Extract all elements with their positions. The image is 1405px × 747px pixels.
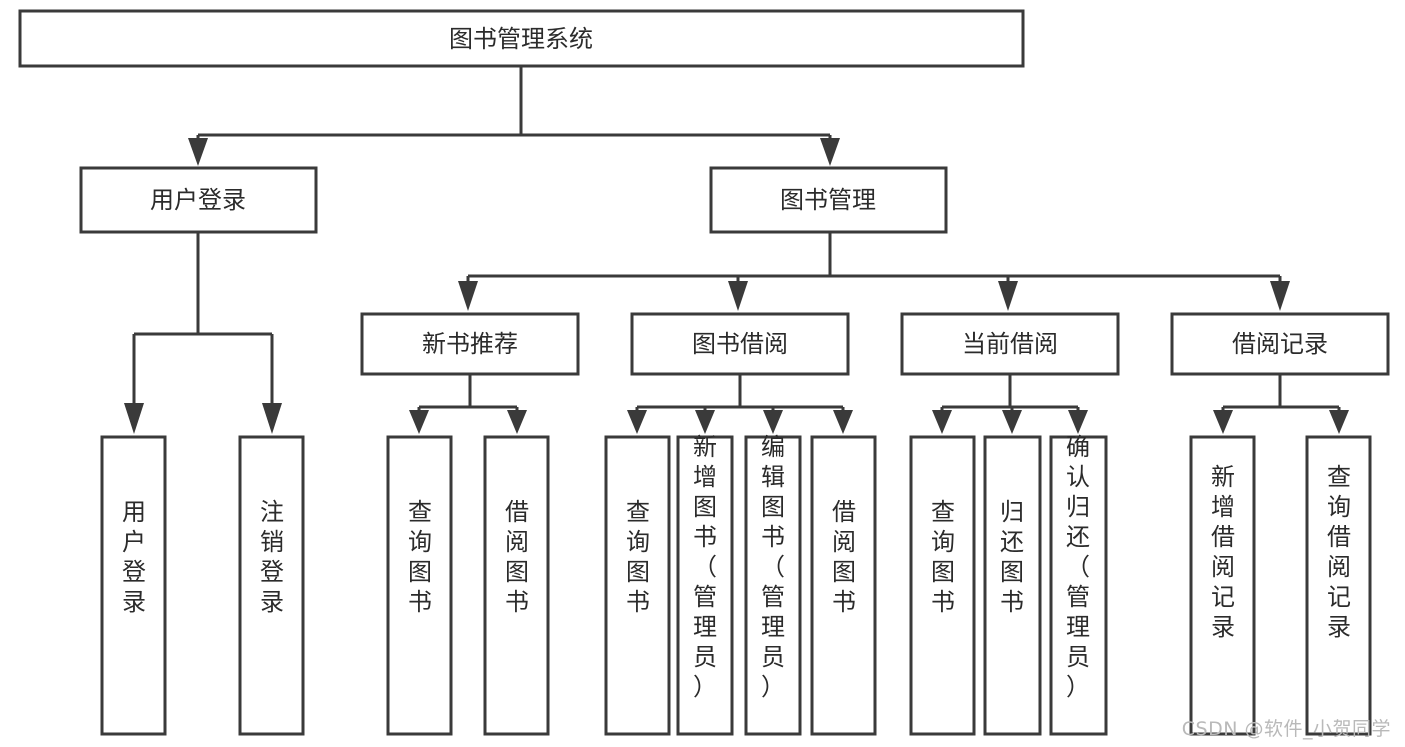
- node-leaf-add-book-label: 新增图书（管理员）: [693, 433, 717, 701]
- arrow-to-leaf-query-record: [1329, 410, 1349, 434]
- node-leaf-query-book-3-label: 查询图书: [931, 498, 955, 616]
- node-leaf-user-login[interactable]: 用户登录: [100, 435, 167, 736]
- arrow-to-leaf-return-book: [1002, 410, 1022, 434]
- arrow-to-leaf-query-book-3: [932, 410, 952, 434]
- arrow-to-book-borrow: [728, 281, 748, 311]
- node-leaf-edit-book[interactable]: 编辑图书（管理员）: [744, 433, 802, 736]
- node-user-login-label: 用户登录: [150, 186, 246, 214]
- node-leaf-add-record[interactable]: 新增借阅记录: [1189, 435, 1256, 736]
- node-leaf-confirm-return[interactable]: 确认归还（管理员）: [1049, 433, 1108, 736]
- node-leaf-add-book-box[interactable]: [676, 435, 734, 736]
- arrow-to-leaf-edit-book: [763, 410, 783, 434]
- node-leaf-query-book-3-box[interactable]: [909, 435, 976, 736]
- node-leaf-query-book-2-box[interactable]: [604, 435, 671, 736]
- node-book-borrow[interactable]: 图书借阅: [630, 312, 850, 376]
- node-leaf-user-login-box[interactable]: [100, 435, 167, 736]
- node-current-borrow-box[interactable]: [900, 312, 1120, 376]
- node-leaf-query-book-2-label: 查询图书: [626, 498, 650, 616]
- node-current-borrow-label: 当前借阅: [962, 330, 1058, 358]
- node-leaf-query-book-1[interactable]: 查询图书: [386, 435, 453, 736]
- arrow-to-new-book-rec: [458, 281, 478, 311]
- arrow-to-leaf-confirm-return: [1068, 410, 1088, 434]
- node-leaf-borrow-book-2-box[interactable]: [810, 435, 877, 736]
- node-book-borrow-box[interactable]: [630, 312, 850, 376]
- node-root-box[interactable]: [18, 9, 1025, 68]
- node-leaf-query-book-1-label: 查询图书: [408, 498, 432, 616]
- arrow-to-leaf-logout: [262, 403, 282, 434]
- node-book-manage-box[interactable]: [709, 166, 948, 234]
- node-leaf-logout-box[interactable]: [238, 435, 305, 736]
- node-user-login-box[interactable]: [79, 166, 318, 234]
- arrow-to-leaf-add-book: [695, 410, 715, 434]
- node-leaf-logout-label: 注销登录: [260, 498, 284, 616]
- node-new-book-rec-label: 新书推荐: [422, 330, 518, 358]
- node-root-label: 图书管理系统: [449, 25, 593, 53]
- node-leaf-borrow-book-1-label: 借阅图书: [505, 498, 529, 616]
- node-leaf-return-book[interactable]: 归还图书: [983, 435, 1042, 736]
- node-current-borrow[interactable]: 当前借阅: [900, 312, 1120, 376]
- arrow-to-user-login: [188, 138, 208, 166]
- node-leaf-confirm-return-label: 确认归还（管理员）: [1066, 433, 1090, 701]
- arrow-to-leaf-borrow-book-2: [833, 410, 853, 434]
- node-leaf-return-book-label: 归还图书: [1000, 498, 1024, 616]
- arrow-to-current-borrow: [998, 281, 1018, 311]
- arrow-to-borrow-record: [1270, 281, 1290, 311]
- node-borrow-record-box[interactable]: [1170, 312, 1390, 376]
- node-leaf-query-record[interactable]: 查询借阅记录: [1305, 435, 1372, 736]
- csdn-watermark: CSDN @软件_小贺同学: [1181, 718, 1391, 740]
- node-user-login[interactable]: 用户登录: [79, 166, 318, 234]
- connector-layer: [124, 66, 1349, 434]
- node-new-book-rec-box[interactable]: [360, 312, 580, 376]
- node-leaf-query-record-box[interactable]: [1305, 435, 1372, 736]
- node-leaf-query-book-1-box[interactable]: [386, 435, 453, 736]
- node-leaf-edit-book-box[interactable]: [744, 435, 802, 736]
- node-borrow-record[interactable]: 借阅记录: [1170, 312, 1390, 376]
- node-leaf-add-record-label: 新增借阅记录: [1211, 463, 1235, 641]
- node-leaf-query-record-label: 查询借阅记录: [1327, 463, 1351, 641]
- node-leaf-confirm-return-box[interactable]: [1049, 435, 1108, 736]
- node-root[interactable]: 图书管理系统: [18, 9, 1025, 68]
- node-leaf-query-book-2[interactable]: 查询图书: [604, 435, 671, 736]
- node-book-borrow-label: 图书借阅: [692, 330, 788, 358]
- leaf-layer: 用户登录 注销登录 查询图书 借阅图书 查询图书 新增图书（管理员）: [100, 433, 1372, 736]
- arrow-to-book-manage: [820, 138, 840, 166]
- node-leaf-borrow-book-2[interactable]: 借阅图书: [810, 435, 877, 736]
- arrow-to-leaf-add-record: [1213, 410, 1233, 434]
- node-leaf-borrow-book-1-box[interactable]: [483, 435, 550, 736]
- node-borrow-record-label: 借阅记录: [1232, 330, 1328, 358]
- node-leaf-query-book-3[interactable]: 查询图书: [909, 435, 976, 736]
- arrow-to-leaf-borrow-book-1: [507, 410, 527, 434]
- node-leaf-edit-book-label: 编辑图书（管理员）: [761, 433, 785, 701]
- node-leaf-user-login-label: 用户登录: [122, 498, 146, 616]
- arrow-to-leaf-user-login: [124, 403, 144, 434]
- arrow-to-leaf-query-book-1: [409, 410, 429, 434]
- node-leaf-add-record-box[interactable]: [1189, 435, 1256, 736]
- node-leaf-logout[interactable]: 注销登录: [238, 435, 305, 736]
- node-leaf-return-book-box[interactable]: [983, 435, 1042, 736]
- node-leaf-borrow-book-2-label: 借阅图书: [832, 498, 856, 616]
- node-leaf-borrow-book-1[interactable]: 借阅图书: [483, 435, 550, 736]
- node-book-manage-label: 图书管理: [780, 186, 876, 214]
- node-new-book-rec[interactable]: 新书推荐: [360, 312, 580, 376]
- arrow-to-leaf-query-book-2: [627, 410, 647, 434]
- node-leaf-add-book[interactable]: 新增图书（管理员）: [676, 433, 734, 736]
- node-book-manage[interactable]: 图书管理: [709, 166, 948, 234]
